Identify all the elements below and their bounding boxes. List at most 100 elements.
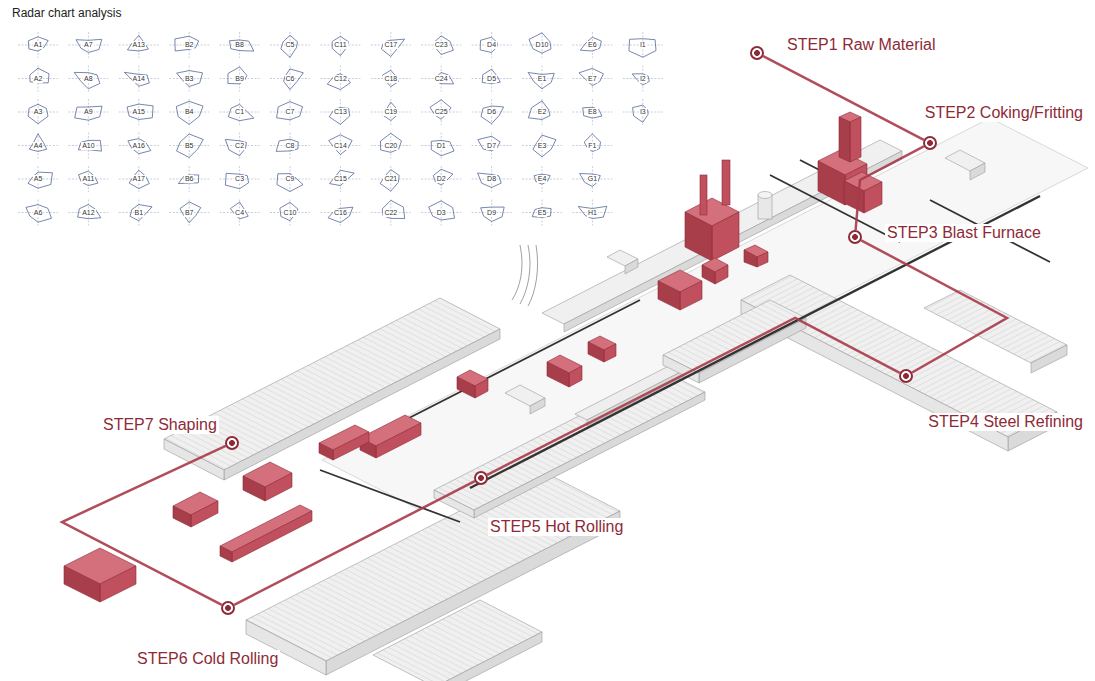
highlighted-building	[220, 505, 312, 552]
radar-shape	[382, 200, 404, 218]
route-line	[861, 240, 1007, 372]
highlighted-building	[744, 250, 757, 267]
radar-label: C10	[283, 209, 298, 217]
radar-shape	[76, 39, 102, 52]
radar-shape	[78, 205, 101, 219]
radar-label: G1	[587, 175, 598, 183]
step-marker: STEP7 Shaping	[225, 436, 239, 450]
highlighted-building	[700, 175, 707, 215]
radar-label: C3	[234, 175, 245, 183]
highlighted-building	[569, 366, 582, 387]
radar-chart	[18, 200, 58, 226]
radar-chart	[169, 200, 209, 226]
radar-shape	[480, 37, 497, 52]
radar-chart	[522, 166, 562, 192]
radar-chart	[572, 99, 612, 125]
radar-shape	[583, 107, 602, 118]
radar-shape	[534, 174, 550, 184]
radar-label: A15	[132, 108, 146, 116]
radar-chart	[119, 32, 159, 58]
radar-label: D7	[486, 142, 497, 150]
radar-shape	[330, 170, 355, 185]
step-label: STEP7 Shaping	[101, 416, 219, 434]
radar-label: I2	[639, 75, 647, 83]
radar-label: B7	[184, 209, 195, 217]
radar-chart	[18, 99, 58, 125]
radar-chart	[522, 32, 562, 58]
radar-chart	[18, 166, 58, 192]
radar-label: E7	[587, 75, 598, 83]
radar-label: E4	[537, 175, 548, 183]
radar-shape	[225, 139, 246, 155]
radar-label: C17	[383, 41, 398, 49]
radar-shape	[481, 207, 505, 221]
radar-shape	[381, 39, 404, 56]
step-marker: STEP4 Steel Refining	[899, 369, 913, 383]
grey-building	[1031, 345, 1067, 373]
radar-label: A7	[83, 41, 94, 49]
highlighted-building	[457, 377, 475, 398]
radar-shape	[127, 35, 148, 51]
radar-shape	[124, 72, 149, 86]
radar-shape	[328, 207, 353, 222]
grey-building	[625, 259, 638, 274]
radar-chart	[371, 200, 411, 226]
radar-chart	[371, 133, 411, 159]
step-marker: STEP1 Raw Material	[750, 46, 764, 60]
radar-label: E6	[587, 41, 598, 49]
radar-shape	[177, 134, 204, 158]
highlighted-building	[844, 181, 864, 213]
radar-chart	[220, 32, 260, 58]
radar-shape	[29, 134, 46, 152]
radar-chart	[522, 99, 562, 125]
radar-label: C25	[434, 108, 449, 116]
radar-label: C18	[383, 75, 398, 83]
highlighted-building	[376, 423, 421, 458]
radar-chart	[220, 200, 260, 226]
radar-chart	[421, 99, 461, 125]
radar-label: A1	[33, 41, 44, 49]
radar-shape	[225, 173, 248, 188]
radar-label: A17	[132, 175, 146, 183]
radar-shape	[579, 68, 603, 85]
step-marker: STEP5 Hot Rolling	[474, 471, 488, 485]
radar-shape	[629, 39, 656, 58]
radar-chart	[472, 99, 512, 125]
radar-chart	[68, 133, 108, 159]
radar-label: C16	[333, 209, 348, 217]
radar-shape	[481, 106, 504, 124]
radar-label: C11	[333, 41, 347, 49]
highlighted-building	[850, 117, 861, 162]
radar-label: A4	[33, 142, 44, 150]
radar-shape	[79, 171, 98, 186]
radar-shape	[277, 102, 303, 120]
route-line	[62, 446, 226, 605]
radar-chart	[119, 99, 159, 125]
radar-shape	[280, 202, 298, 220]
radar-shape	[528, 101, 550, 120]
radar-label: C21	[383, 175, 398, 183]
radar-label: A2	[33, 75, 44, 83]
radar-shape	[230, 202, 248, 219]
grey-building	[224, 329, 500, 480]
chart-title: Radar chart analysis	[12, 6, 121, 20]
radar-shape	[529, 33, 551, 53]
radar-chart	[421, 133, 461, 159]
radar-shape	[383, 70, 399, 86]
radar-shape	[528, 73, 554, 89]
radar-shape	[482, 69, 500, 83]
radar-chart	[18, 32, 58, 58]
radar-shape	[532, 208, 551, 218]
step-label: STEP5 Hot Rolling	[488, 518, 625, 536]
grey-building	[164, 298, 500, 470]
highlighted-building	[818, 161, 845, 205]
route-line	[856, 146, 924, 230]
radar-chart	[119, 133, 159, 159]
highlighted-building	[715, 265, 728, 284]
radar-label: A14	[132, 75, 146, 83]
radar-chart	[623, 32, 663, 58]
radar-label: A3	[33, 108, 44, 116]
radar-label: D8	[486, 175, 497, 183]
radar-label: C15	[333, 175, 348, 183]
